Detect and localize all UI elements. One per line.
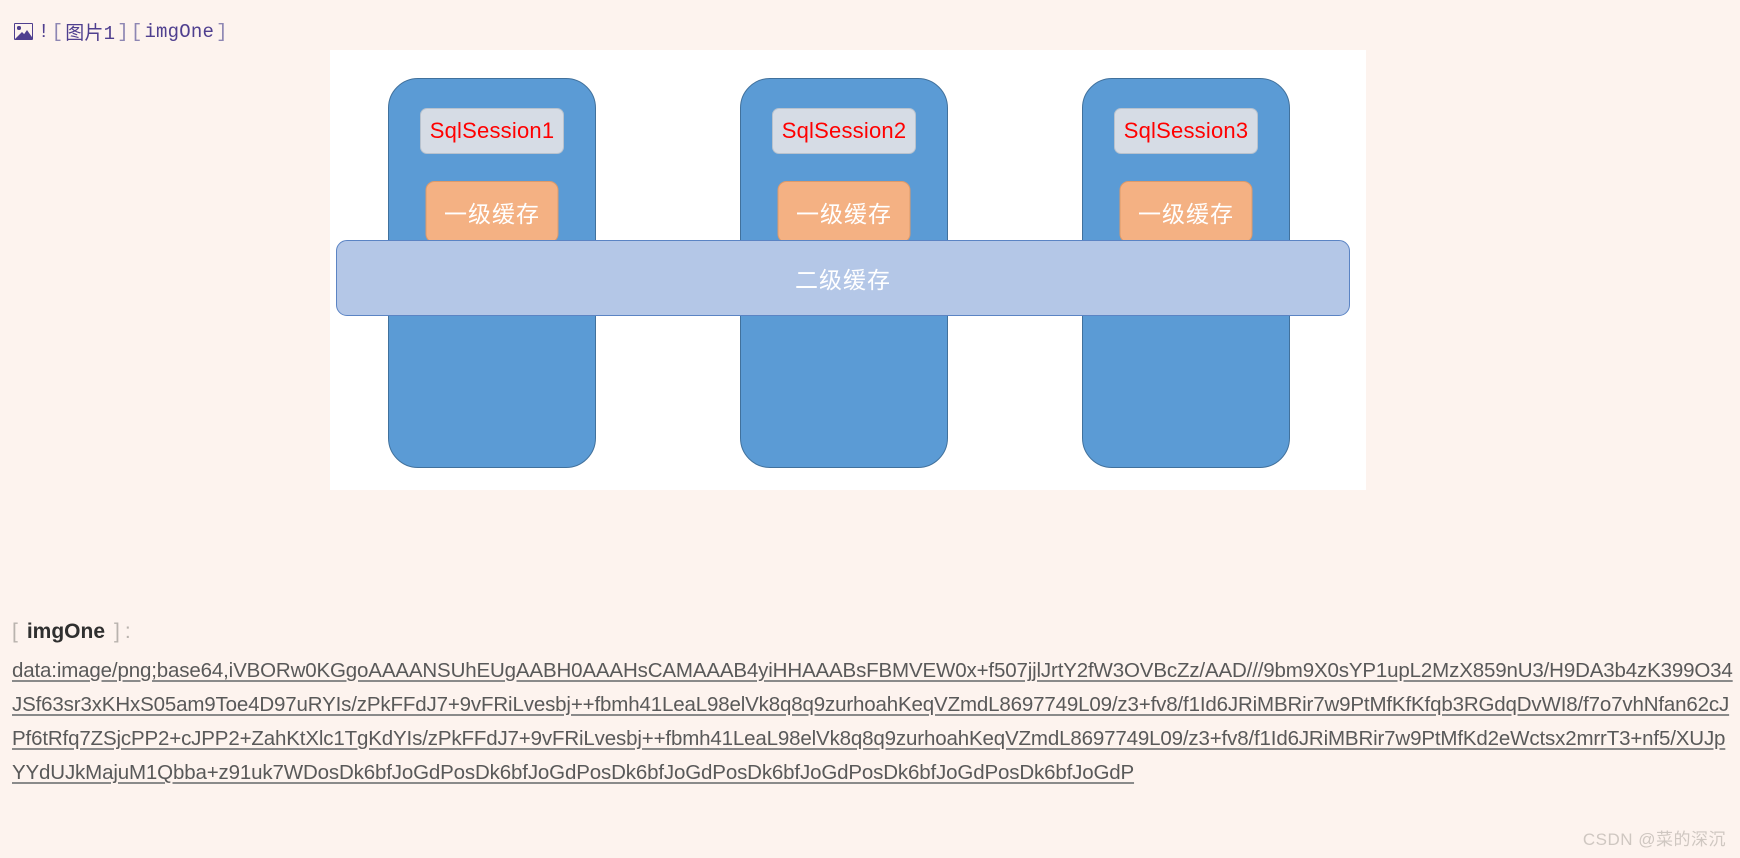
markdown-open-bracket-id: [ [130, 20, 143, 43]
markdown-reference-id: imgOne [144, 20, 215, 43]
diagram-canvas: SqlSession1 一级缓存 SqlSession2 一级缓存 SqlSes… [330, 50, 1366, 490]
markdown-image-reference-line: ! [ 图片1 ] [ imgOne ] [14, 18, 228, 45]
ref-name: imgOne [26, 620, 106, 643]
first-level-cache-1: 一级缓存 [425, 181, 559, 243]
sqlsession-label-2: SqlSession2 [772, 108, 916, 154]
second-level-cache-bar: 二级缓存 [336, 240, 1350, 316]
markdown-close-bracket-alt: ] [117, 20, 129, 43]
ref-colon: : [124, 620, 131, 643]
markdown-alt-text: 图片1 [65, 23, 116, 45]
sqlsession-label-1: SqlSession1 [420, 108, 564, 154]
csdn-watermark: CSDN @菜的深沉 [1582, 830, 1726, 849]
sqlsession-label-3: SqlSession3 [1114, 108, 1258, 154]
base64-data-uri-value[interactable]: data:image/png;base64,iVBORw0KGgoAAAANSU… [12, 659, 1733, 784]
first-level-cache-3: 一级缓存 [1119, 181, 1253, 243]
first-level-cache-2: 一级缓存 [777, 181, 911, 243]
markdown-close-bracket-id: ] [216, 20, 228, 43]
ref-open-bracket: [ [12, 620, 18, 643]
markdown-bang: ! [38, 20, 50, 43]
image-placeholder-icon [14, 23, 33, 40]
ref-close-bracket: ] [114, 620, 120, 643]
markdown-open-bracket-alt: [ [51, 20, 64, 43]
reference-definition-label: [ imgOne]: [12, 620, 131, 644]
sqlsession-columns-row: SqlSession1 一级缓存 SqlSession2 一级缓存 SqlSes… [330, 50, 1366, 490]
